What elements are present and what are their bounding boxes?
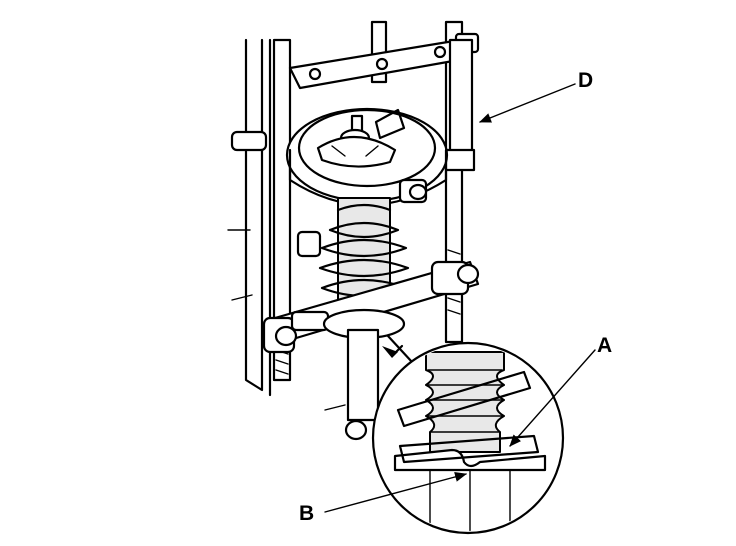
detail-magnifier bbox=[371, 341, 565, 535]
compressor-tube-d bbox=[444, 38, 476, 172]
label-d: D bbox=[578, 69, 594, 92]
label-b: B bbox=[299, 502, 315, 525]
label-a: A bbox=[597, 334, 613, 357]
leader-lines bbox=[324, 83, 596, 513]
damper-body bbox=[322, 308, 414, 441]
compressor-rod-left bbox=[272, 38, 292, 382]
strut-top-nut bbox=[316, 108, 406, 168]
lower-clamp bbox=[262, 230, 480, 354]
